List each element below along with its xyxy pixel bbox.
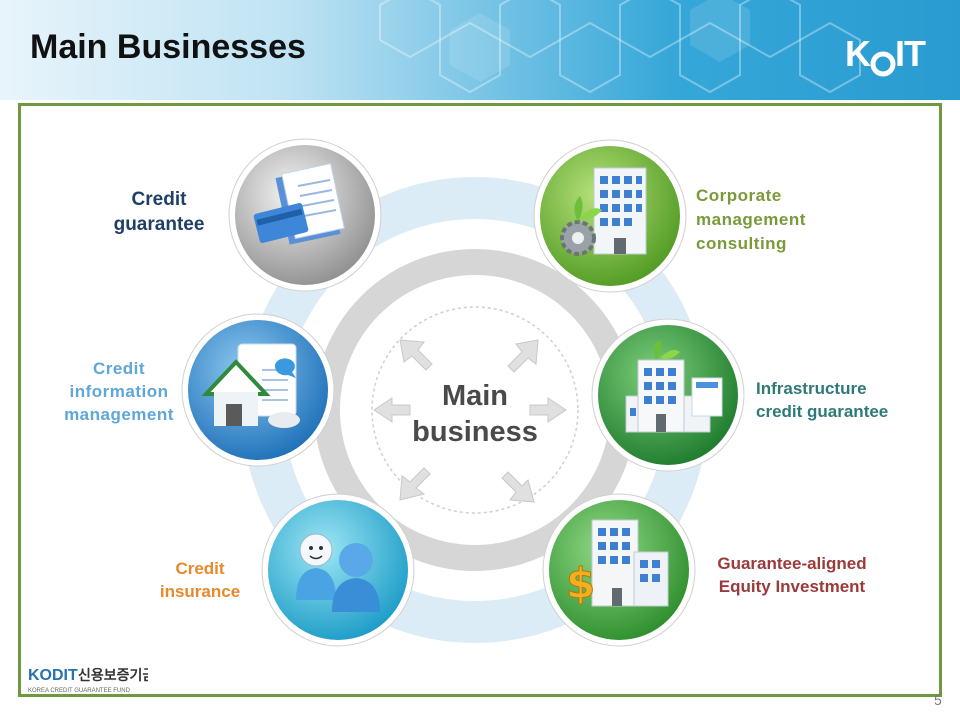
footer-logo-mark: KODIT — [28, 667, 78, 684]
business-circle-credit-guarantee[interactable] — [228, 138, 382, 292]
label-line: credit guarantee — [756, 402, 889, 421]
svg-text:IT: IT — [895, 33, 926, 74]
kodit-logo: K IT — [845, 33, 927, 77]
business-circle-equity-investment[interactable]: $ — [542, 493, 696, 647]
slide-header: Main Businesses K IT — [0, 0, 960, 100]
label-line: Credit — [175, 559, 225, 578]
svg-text:K: K — [845, 33, 871, 74]
label-line: consulting — [696, 234, 787, 253]
center-label-line2: business — [412, 416, 538, 448]
label-infrastructure: Infrastructure credit guarantee — [756, 377, 936, 423]
label-line: Credit — [92, 359, 146, 378]
dashed-ring — [371, 306, 579, 514]
label-credit-insurance: Credit insurance — [140, 557, 260, 603]
page-title: Main Businesses — [30, 28, 306, 66]
footer-english-name: KOREA CREDIT GUARANTEE FUND — [28, 688, 131, 694]
label-line: Equity Investment — [718, 577, 866, 596]
label-line: management — [64, 405, 174, 424]
business-circle-credit-insurance[interactable] — [261, 493, 415, 647]
label-equity-investment: Guarantee-aligned Equity Investment — [692, 552, 892, 598]
business-circle-corporate-consulting[interactable] — [533, 139, 687, 293]
svg-text:$: $ — [566, 559, 595, 608]
arrow-up-left-icon — [399, 339, 433, 371]
label-line: information — [69, 382, 169, 401]
center-label-line1: Main — [441, 380, 509, 412]
arrow-left-icon — [373, 397, 411, 423]
label-credit-guarantee: Credit guarantee — [84, 187, 234, 237]
label-line: management — [696, 210, 806, 229]
building-gear-icon — [560, 167, 647, 256]
arrow-down-right-icon — [501, 471, 535, 503]
footer-logo: KODIT 신용보증기금 KOREA CREDIT GUARANTEE FUND — [28, 662, 155, 701]
business-circle-credit-information[interactable] — [181, 313, 335, 467]
label-corporate-consulting: Corporate management consulting — [696, 184, 856, 256]
arrows — [373, 339, 567, 503]
footer-korean-name: 신용보증기금 — [78, 668, 148, 684]
arrow-up-right-icon — [507, 339, 539, 373]
building-complex-icon — [625, 340, 723, 433]
hexagon-pattern — [379, 0, 861, 94]
label-line: insurance — [159, 582, 241, 601]
center-label: Main business — [380, 378, 570, 450]
label-line: Guarantee-aligned — [717, 554, 867, 573]
people-icon — [296, 533, 380, 612]
label-line: Infrastructure — [756, 379, 867, 398]
label-credit-information: Credit information management — [44, 357, 194, 426]
business-circle-infrastructure[interactable] — [591, 318, 745, 472]
document-icon — [253, 162, 345, 245]
label-line: Corporate — [696, 186, 782, 205]
label-line: Credit — [131, 189, 187, 210]
page-number: 5 — [934, 692, 942, 708]
house-document-icon — [201, 343, 300, 428]
arrow-down-left-icon — [399, 467, 431, 501]
arrow-right-icon — [529, 397, 567, 423]
label-line: guarantee — [113, 214, 205, 235]
building-dollar-icon: $ — [566, 519, 669, 609]
